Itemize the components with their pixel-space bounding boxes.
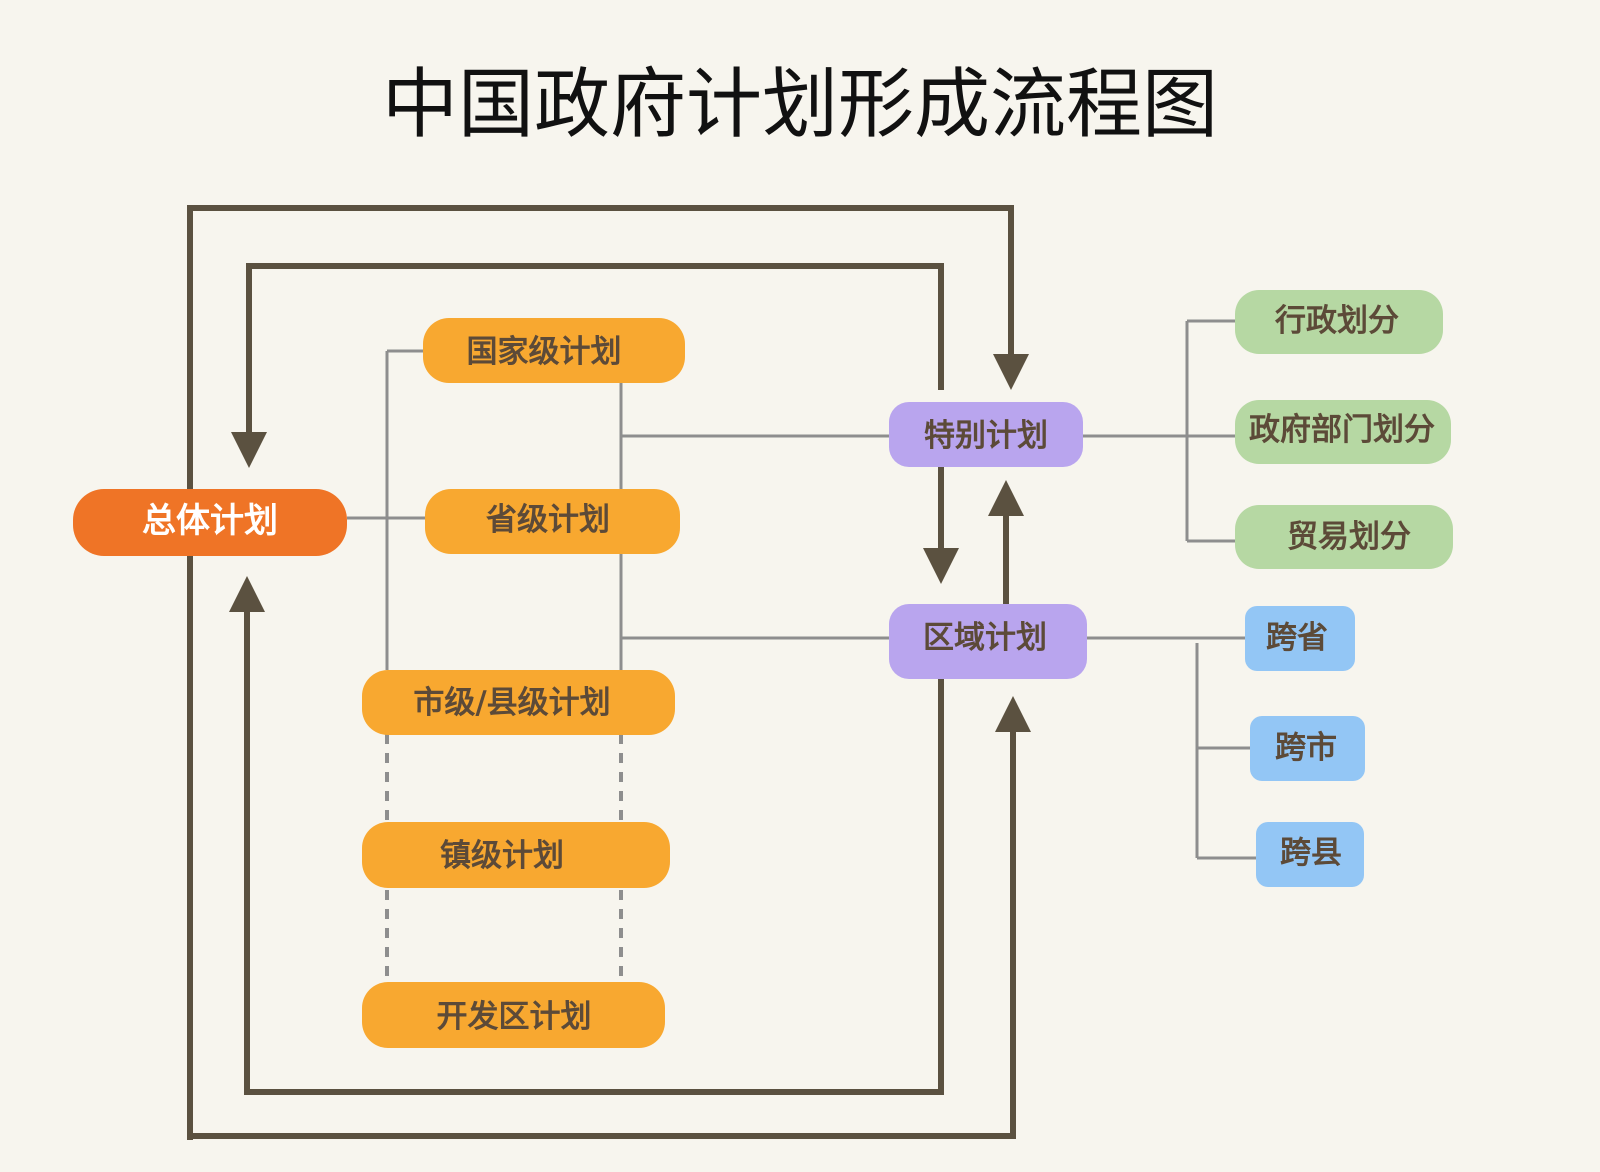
page-title: 中国政府计划形成流程图 [382, 60, 1218, 149]
node-cross-city[interactable]: 跨市 [1250, 716, 1365, 781]
node-trade-division[interactable]: 贸易划分 [1235, 505, 1453, 569]
node-regional-plan[interactable]: 区域计划 [889, 604, 1087, 679]
node-special-plan[interactable]: 特别计划 [889, 402, 1083, 467]
node-town-plan[interactable]: 镇级计划 [362, 822, 670, 888]
node-city-county-plan-label: 市级/县级计划 [413, 685, 610, 721]
node-national-plan[interactable]: 国家级计划 [423, 318, 685, 383]
inner-loop-top-path [231, 263, 944, 468]
node-regional-plan-label: 区域计划 [923, 620, 1047, 656]
node-dept-division-label: 政府部门划分 [1249, 412, 1435, 448]
node-cross-county-label: 跨县 [1280, 835, 1342, 871]
node-dept-division[interactable]: 政府部门划分 [1235, 400, 1451, 464]
inner-loop-bottom-path [229, 576, 944, 1095]
dashed-connectors [385, 734, 623, 982]
node-provincial-plan-label: 省级计划 [486, 502, 610, 538]
node-national-plan-label: 国家级计划 [467, 334, 622, 370]
node-admin-division-label: 行政划分 [1274, 303, 1399, 339]
node-provincial-plan[interactable]: 省级计划 [425, 489, 680, 554]
node-town-plan-label: 镇级计划 [440, 838, 564, 874]
outer-loop-top-path [187, 205, 1029, 1140]
node-cross-province[interactable]: 跨省 [1245, 606, 1355, 671]
node-overall-plan[interactable]: 总体计划 [73, 489, 347, 556]
node-cross-county[interactable]: 跨县 [1256, 822, 1364, 887]
nodes: 总体计划 国家级计划 省级计划 市级/县级计划 镇级计划 开发区计划 特别计划 [73, 290, 1453, 1048]
node-cross-province-label: 跨省 [1266, 620, 1328, 656]
node-city-county-plan[interactable]: 市级/县级计划 [362, 670, 675, 735]
node-dev-zone-plan[interactable]: 开发区计划 [362, 982, 665, 1048]
node-trade-division-label: 贸易划分 [1287, 519, 1411, 555]
outer-loop-bottom-path [190, 696, 1031, 1139]
node-admin-division[interactable]: 行政划分 [1235, 290, 1443, 354]
node-special-plan-label: 特别计划 [924, 418, 1048, 454]
node-cross-city-label: 跨市 [1275, 730, 1337, 766]
feedback-loops [187, 205, 1031, 1140]
node-dev-zone-plan-label: 开发区计划 [437, 999, 592, 1035]
node-overall-plan-label: 总体计划 [142, 501, 278, 541]
connector-lines [347, 319, 1256, 860]
